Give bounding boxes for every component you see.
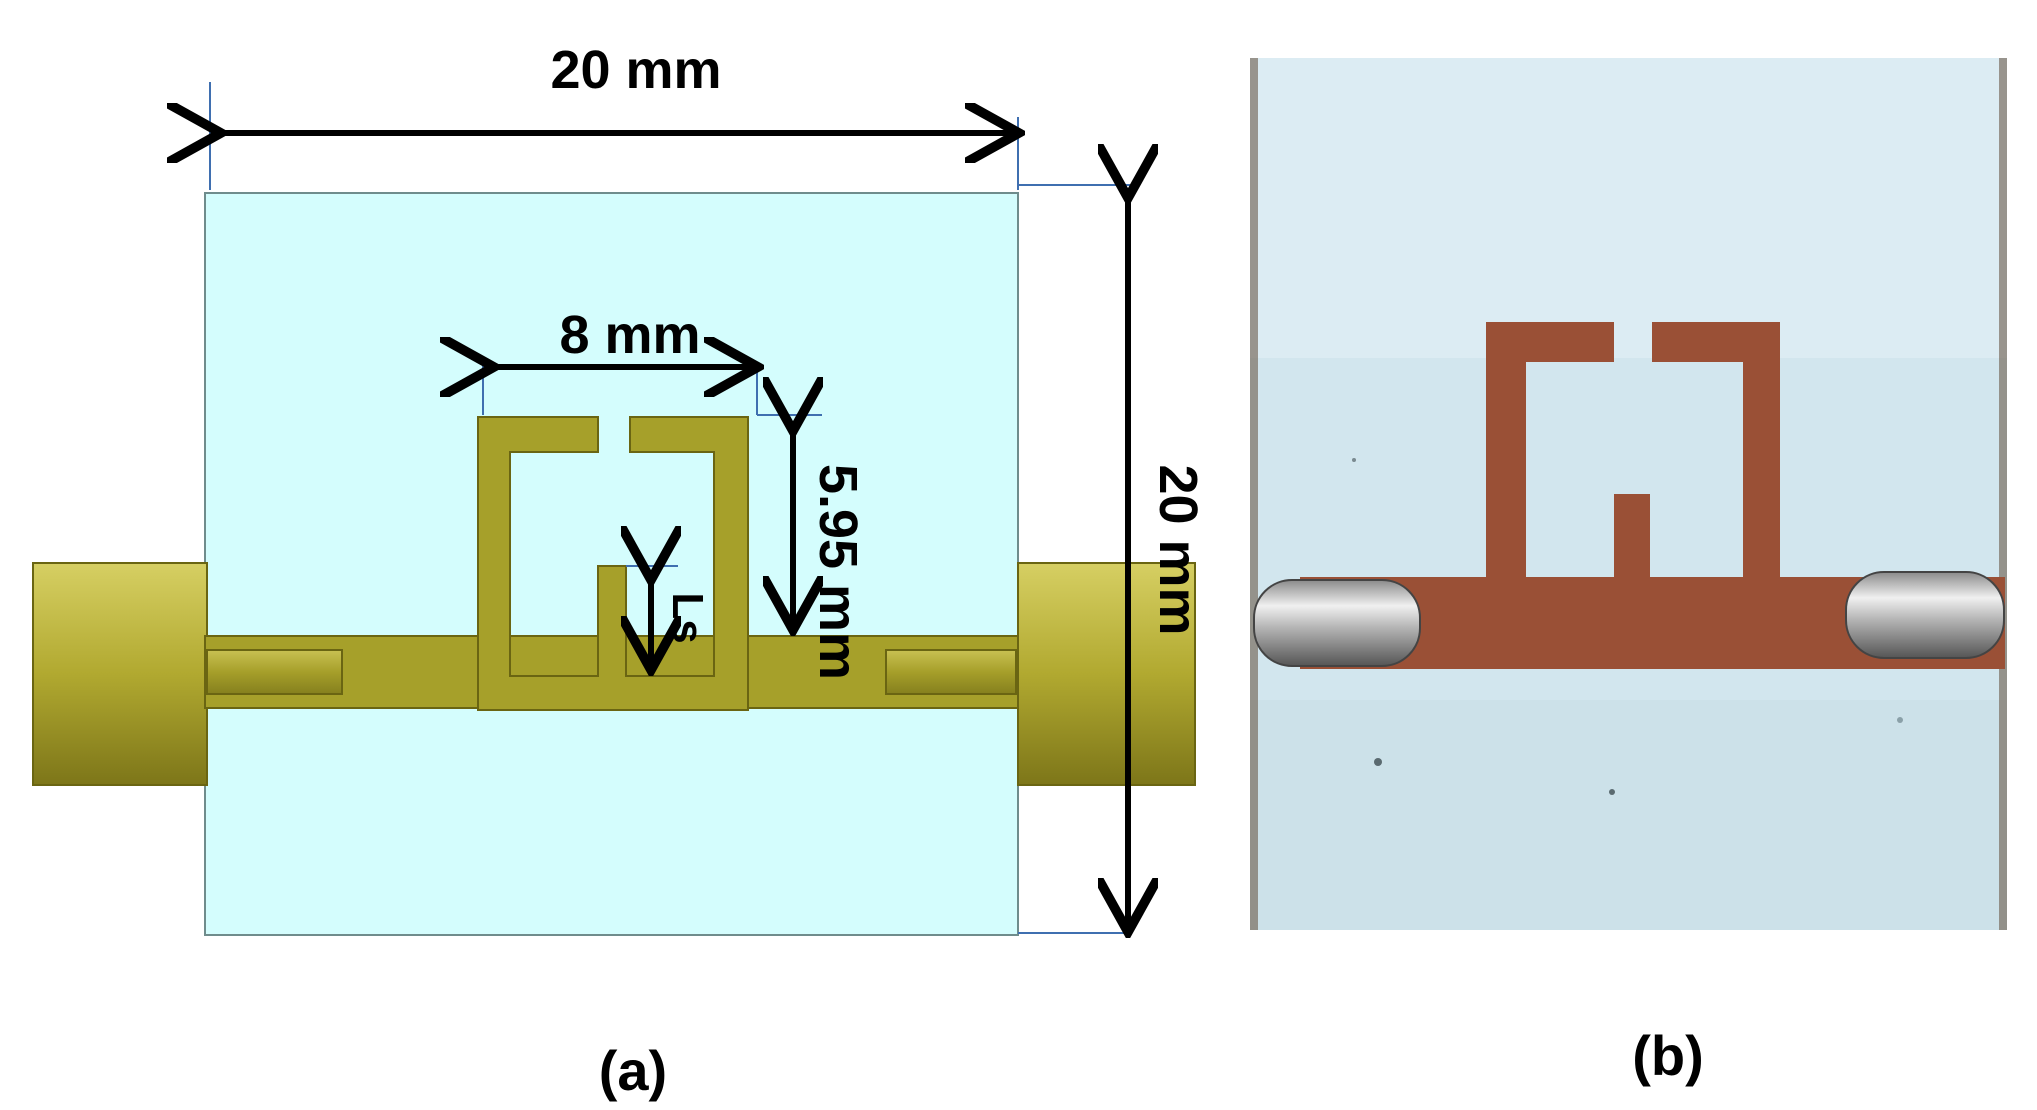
left-connector xyxy=(32,562,208,786)
resonator xyxy=(477,416,749,711)
right-solder-joint xyxy=(1845,571,2005,659)
photo-shade-top xyxy=(1250,58,2007,358)
left-solder-joint xyxy=(1253,579,1421,667)
photo-edge-right xyxy=(1999,58,2007,930)
caption-a: (a) xyxy=(599,1039,667,1102)
stub-label: Ls xyxy=(663,592,712,643)
right-pin xyxy=(885,649,1017,695)
left-pin xyxy=(206,649,343,695)
caption-b: (b) xyxy=(1632,1024,1704,1087)
height-label: 20 mm xyxy=(1148,464,1208,635)
copper-resonator xyxy=(1486,322,1780,668)
photo-edge-left xyxy=(1250,58,1258,930)
photo-speck xyxy=(1897,717,1903,723)
substrate xyxy=(204,192,1019,936)
photo-shade-bottom xyxy=(1250,700,2007,930)
photo-speck xyxy=(1374,758,1382,766)
width-label: 20 mm xyxy=(550,40,721,100)
panel-b: (b) xyxy=(1250,58,2007,1087)
resonator-width-label: 8 mm xyxy=(559,305,700,365)
photo-speck xyxy=(1609,789,1615,795)
panel-a: 20 mm 20 mm 8 mm 5.95 mm Ls (a) xyxy=(32,40,1208,1102)
resonator-height-label: 5.95 mm xyxy=(808,464,868,680)
photo-speck xyxy=(1352,458,1356,462)
